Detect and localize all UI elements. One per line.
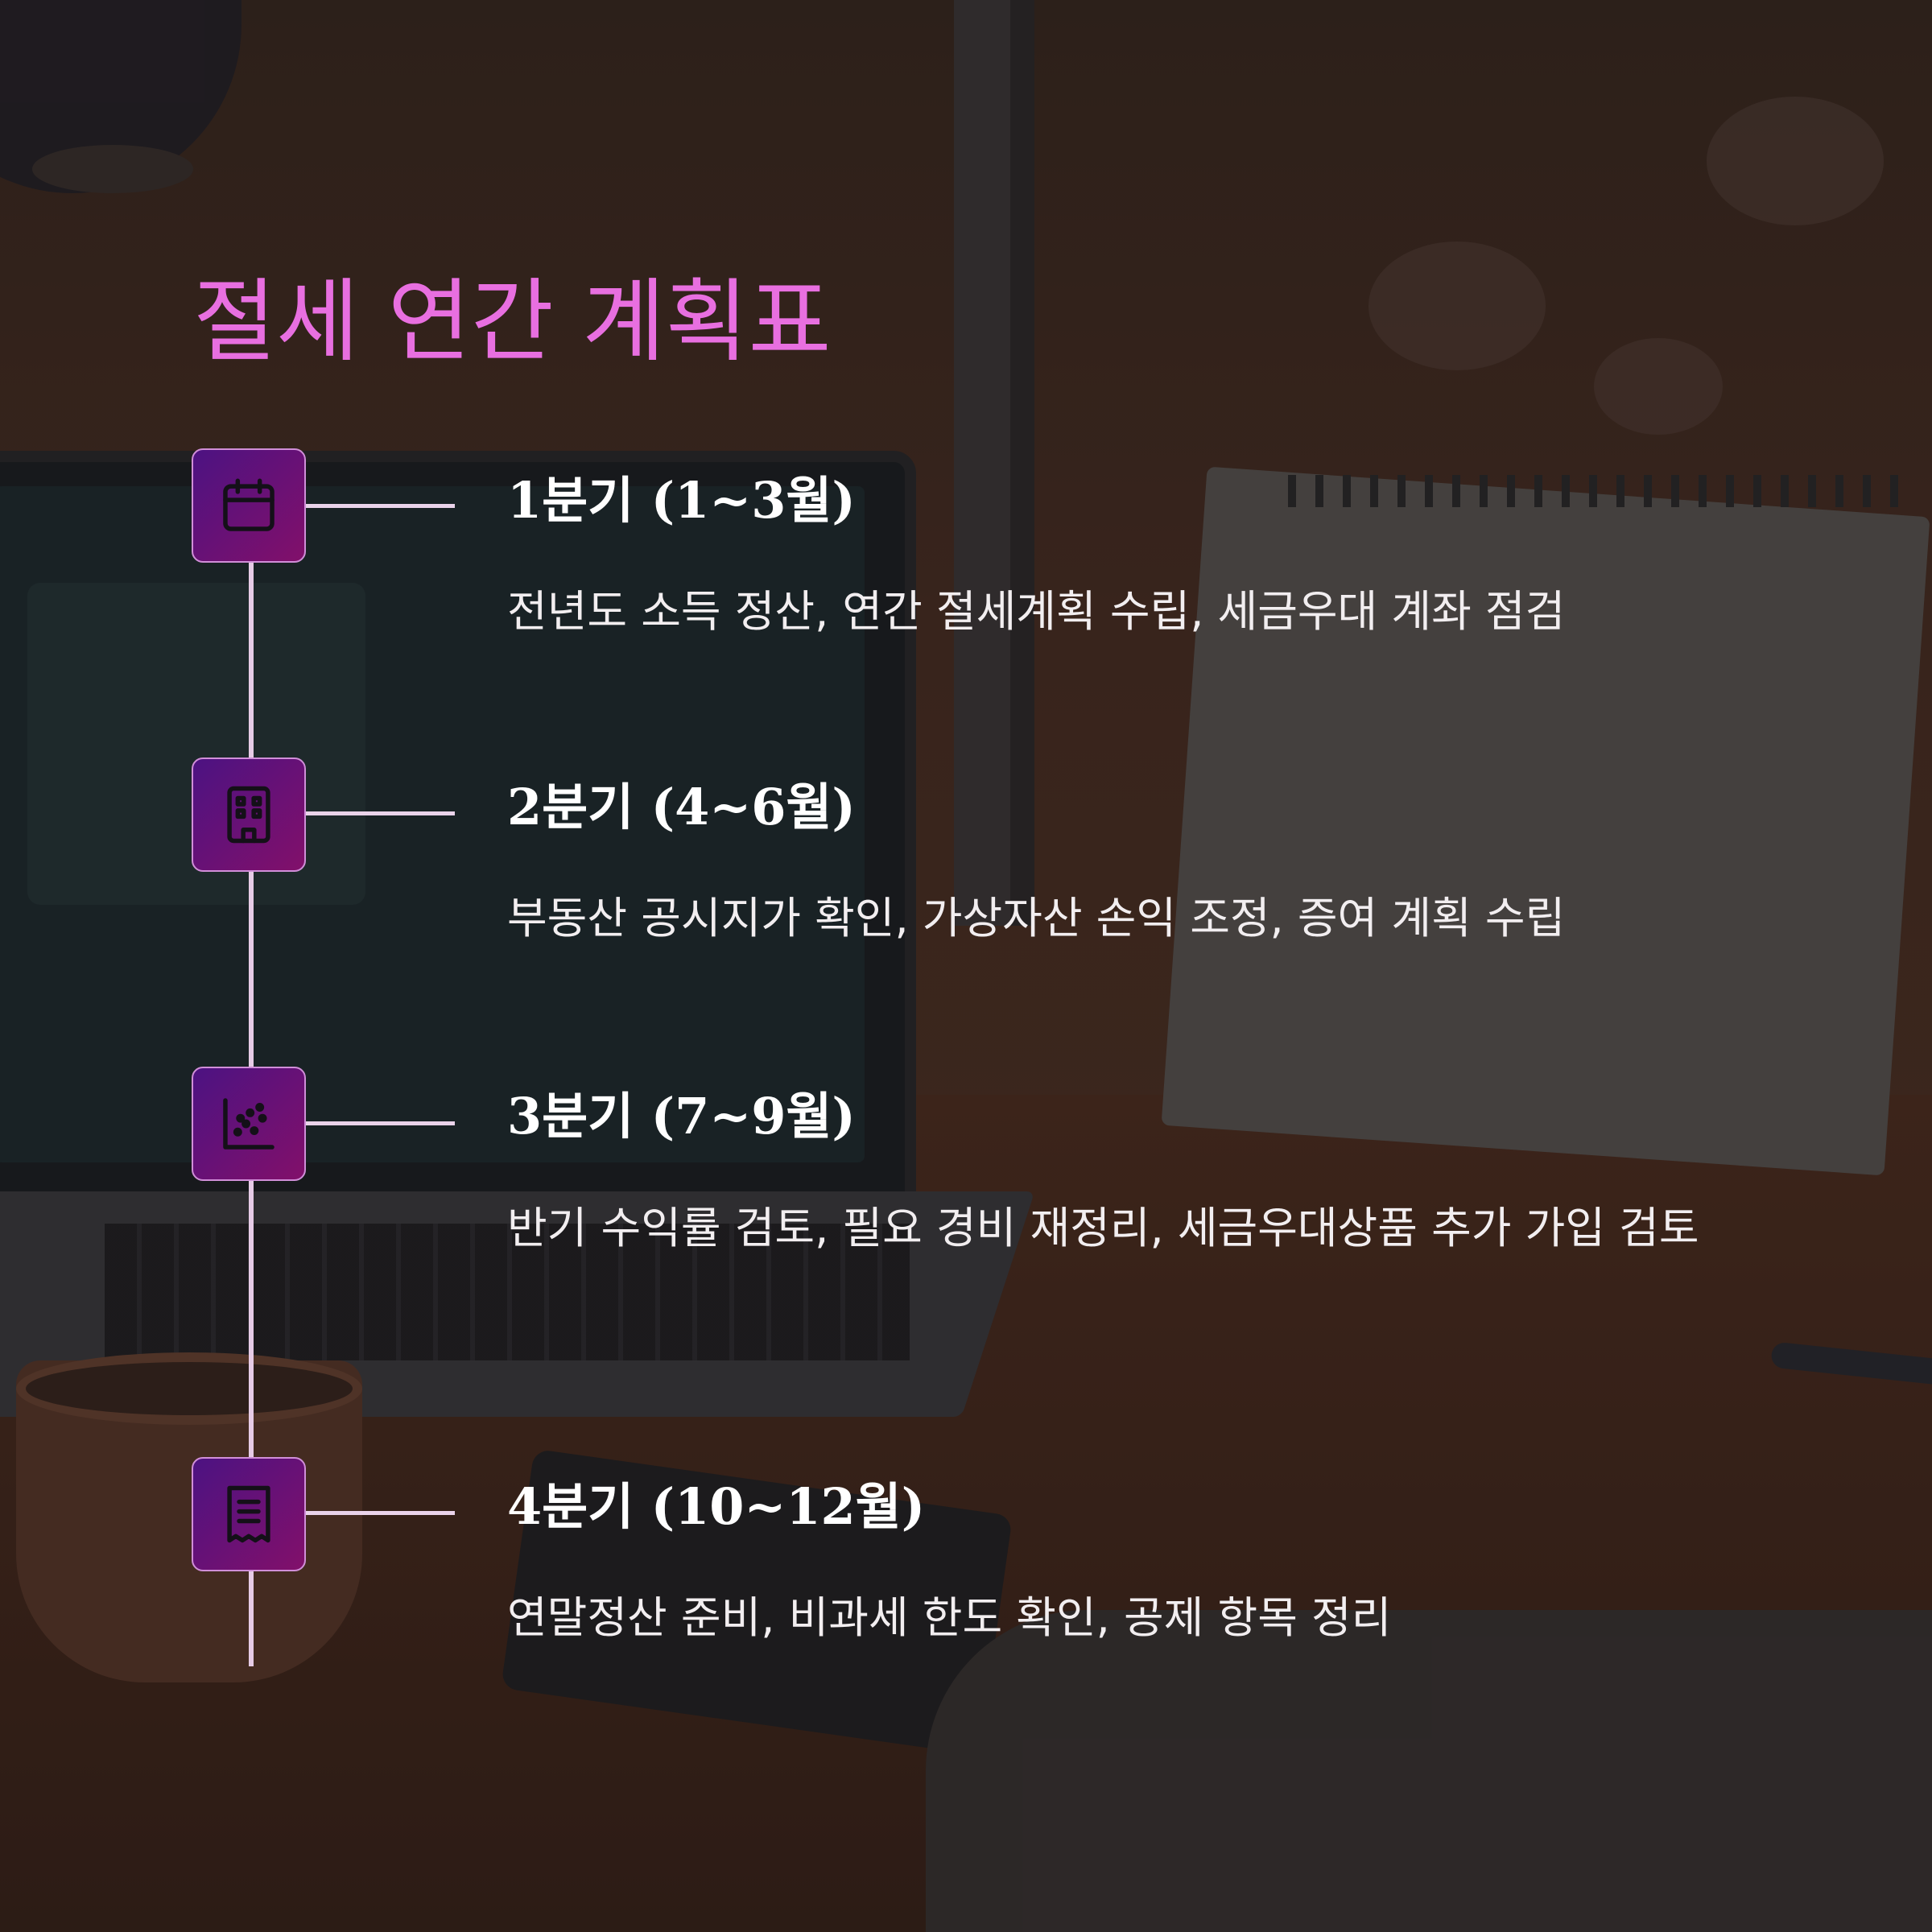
timeline-connector [306,504,455,508]
quarter-description: 연말정산 준비, 비과세 한도 확인, 공제 항목 정리 [507,1579,1763,1657]
timeline-connector [306,1511,455,1515]
timeline-connector [306,1121,455,1125]
timeline-connector [306,811,455,815]
quarter-title: 3분기 (7~9월) [507,1084,856,1149]
quarter-description: 전년도 소득 정산, 연간 절세계획 수립, 세금우대 계좌 점검 [507,573,1763,650]
quarter-description: 반기 수익률 검토, 필요 경비 재정리, 세금우대상품 추가 가입 검토 [507,1190,1763,1267]
quarter-title: 4분기 (10~12월) [507,1475,925,1539]
quarter-description: 부동산 공시지가 확인, 가상자산 손익 조정, 증여 계획 수립 [507,880,1763,957]
receipt-icon [192,1457,306,1571]
scatter-chart-icon [192,1067,306,1181]
page-title: 절세 연간 계획표 [193,258,831,386]
quarter-title: 1분기 (1~3월) [507,469,856,533]
building-icon [192,758,306,872]
quarter-title: 2분기 (4~6월) [507,775,856,840]
calendar-icon [192,448,306,563]
